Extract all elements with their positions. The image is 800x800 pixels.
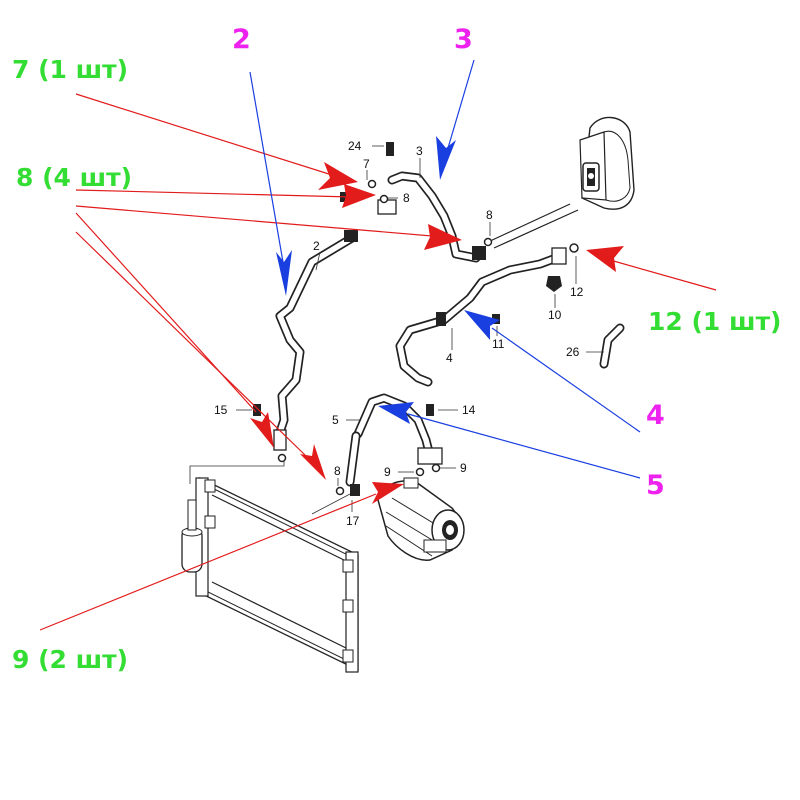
part-number-3: 3: [416, 144, 423, 158]
hose-26: [599, 323, 625, 369]
part-number-7: 7: [363, 157, 370, 171]
fasteners: [253, 142, 579, 496]
annotation-8: 8 (4 шт): [16, 163, 132, 192]
hose-4: [395, 247, 567, 387]
part-number-10: 10: [548, 308, 562, 322]
annotation-hose-2: 2: [232, 24, 251, 55]
magenta-annotations: 2 3 4 5: [232, 24, 665, 501]
part-number-17: 17: [346, 514, 360, 528]
evaporator-housing: [579, 116, 635, 210]
part-number-8-mid: 8: [486, 208, 493, 222]
annotation-9: 9 (2 шт): [12, 645, 128, 674]
part-number-14: 14: [462, 403, 476, 417]
green-annotations: 7 (1 шт) 8 (4 шт) 12 (1 шт) 9 (2 шт): [12, 55, 781, 674]
part-number-2: 2: [313, 239, 320, 253]
part-number-4: 4: [446, 351, 453, 365]
part-leaders: [189, 145, 604, 515]
suction-pipe: [487, 203, 579, 249]
condenser: [181, 476, 359, 673]
hose-2: [273, 230, 358, 451]
annotation-hose-4: 4: [646, 400, 665, 431]
part-number-8-lower: 8: [334, 464, 341, 478]
part-number-9-right: 9: [460, 461, 467, 475]
red-arrows: [39, 93, 717, 631]
part-number-26: 26: [566, 345, 580, 359]
annotation-12: 12 (1 шт): [648, 307, 781, 336]
part-number-11: 11: [492, 337, 505, 351]
part-number-24: 24: [348, 139, 362, 153]
part-numbers: 24 7 6 3 8 2 8 12 10 11 4 26 15 5 14 9 9…: [214, 139, 584, 528]
blue-arrows: [249, 59, 641, 479]
part-number-12: 12: [570, 285, 584, 299]
annotation-7: 7 (1 шт): [12, 55, 128, 84]
annotation-hose-5: 5: [646, 470, 665, 501]
annotation-hose-3: 3: [454, 24, 473, 55]
part-number-15: 15: [214, 403, 228, 417]
compressor: [377, 477, 465, 561]
part-number-8-top: 8: [403, 191, 410, 205]
part-number-5: 5: [332, 413, 339, 427]
part-number-9-left: 9: [384, 465, 391, 479]
